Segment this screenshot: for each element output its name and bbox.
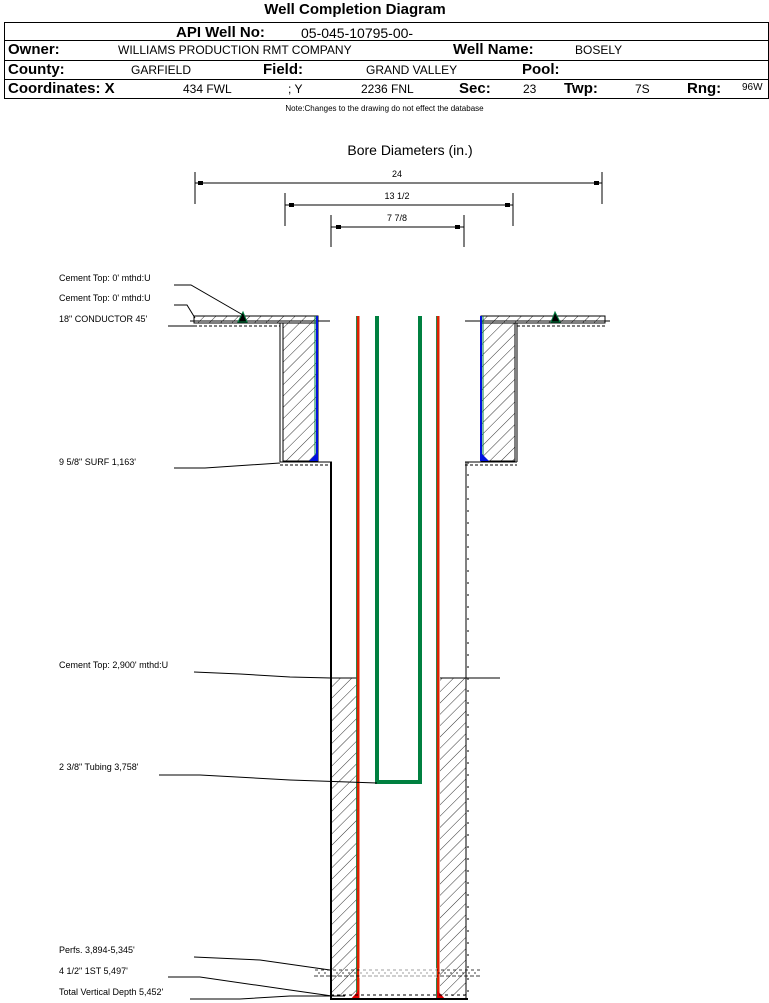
owner-value: WILLIAMS PRODUCTION RMT COMPANY bbox=[118, 43, 352, 57]
county-label: County: bbox=[8, 61, 65, 78]
api-value: 05-045-10795-00- bbox=[301, 25, 414, 41]
bore-dimension-13-1-2: 13 1/2 bbox=[284, 191, 514, 226]
annotation-tubing: 2 3/8" Tubing 3,758' bbox=[59, 762, 139, 772]
coordinates-x-label: Coordinates: X bbox=[8, 80, 115, 97]
well-name-value: BOSELY bbox=[575, 43, 623, 57]
cement-top-marker bbox=[237, 310, 248, 323]
bore-diameters-title: Bore Diameters (in.) bbox=[347, 142, 472, 158]
bore-dimension-7-7-8: 7 7/8 bbox=[330, 213, 465, 247]
rng-label: Rng: bbox=[687, 80, 722, 97]
divider bbox=[5, 79, 768, 80]
production-shoe-left bbox=[350, 990, 359, 1000]
coordinates-x-value: 434 FWL bbox=[183, 82, 232, 96]
conductor-cement-left bbox=[193, 315, 332, 466]
surface-shoe-left bbox=[309, 452, 318, 461]
annotation-conductor: 18" CONDUCTOR 45' bbox=[59, 314, 148, 324]
annotation-production-casing: 4 1/2" 1ST 5,497' bbox=[59, 966, 128, 976]
annotation-surface-casing: 9 5/8" SURF 1,163' bbox=[59, 457, 136, 467]
diagram-title: Well Completion Diagram bbox=[264, 1, 446, 18]
cement-top-marker bbox=[550, 310, 561, 323]
coordinates-y-label: ; Y bbox=[288, 82, 303, 96]
rng-value: 96W bbox=[742, 82, 763, 93]
surface-shoe-right bbox=[480, 452, 489, 461]
field-value: GRAND VALLEY bbox=[366, 63, 458, 77]
bore-label-13-1-2: 13 1/2 bbox=[384, 191, 409, 201]
annotation-cement-top-1: Cement Top: 0' mthd:U bbox=[59, 273, 151, 283]
annotation-cement-top-2: Cement Top: 0' mthd:U bbox=[59, 293, 151, 303]
sec-value: 23 bbox=[523, 82, 537, 96]
coordinates-y-value: 2236 FNL bbox=[361, 82, 414, 96]
annotation-total-depth: Total Vertical Depth 5,452' bbox=[59, 987, 164, 997]
well-header-table: API Well No: 05-045-10795-00- Owner: WIL… bbox=[4, 22, 769, 99]
production-cement-right bbox=[440, 678, 466, 996]
leader-lines bbox=[159, 284, 378, 1000]
conductor-cement-right bbox=[465, 315, 606, 466]
owner-label: Owner: bbox=[8, 41, 60, 58]
bore-dimension-24: 24 bbox=[194, 169, 603, 204]
tubing-string bbox=[375, 316, 422, 784]
perforations bbox=[314, 968, 482, 978]
production-cement-left bbox=[332, 678, 357, 996]
field-label: Field: bbox=[263, 61, 303, 78]
county-value: GARFIELD bbox=[131, 63, 192, 77]
annotation-perforations: Perfs. 3,894-5,345' bbox=[59, 945, 135, 955]
twp-label: Twp: bbox=[564, 80, 598, 97]
divider bbox=[5, 60, 768, 61]
annotation-cement-top-3: Cement Top: 2,900' mthd:U bbox=[59, 660, 168, 670]
bore-label-7-7-8: 7 7/8 bbox=[387, 213, 407, 223]
sec-label: Sec: bbox=[459, 80, 491, 97]
pool-label: Pool: bbox=[522, 61, 560, 78]
well-name-label: Well Name: bbox=[453, 41, 534, 58]
divider bbox=[5, 40, 768, 41]
bore-label-24: 24 bbox=[392, 169, 402, 179]
api-label: API Well No: bbox=[176, 24, 265, 41]
disclaimer-note: Note:Changes to the drawing do not effec… bbox=[285, 104, 484, 113]
twp-value: 7S bbox=[635, 82, 650, 96]
